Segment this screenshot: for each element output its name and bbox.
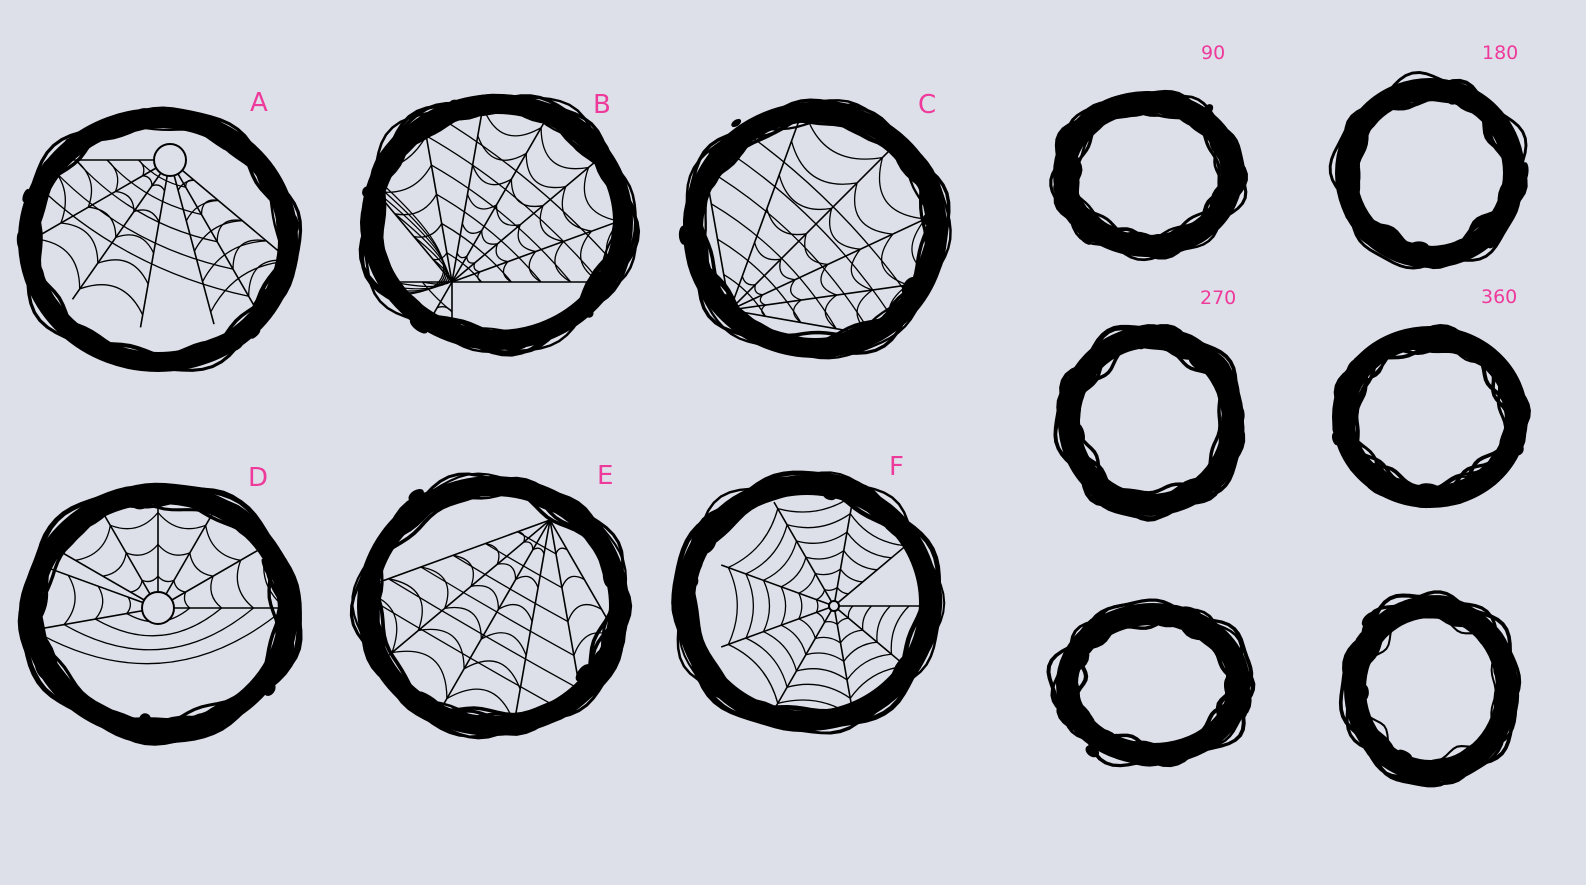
- design-label-c: C: [918, 90, 937, 120]
- wreath-design-a: [16, 106, 303, 372]
- wreath-design-b: [358, 93, 641, 357]
- design-label-b: B: [593, 90, 611, 120]
- wreath-ring-1: [1049, 89, 1248, 262]
- ring-label-90: 90: [1201, 42, 1226, 64]
- wreath-ring-4: [1331, 324, 1531, 509]
- wreath-ring-5: [1046, 598, 1256, 768]
- ring-label-360: 360: [1481, 286, 1518, 308]
- ring-label-180: 180: [1482, 42, 1519, 64]
- wreath-ring-3: [1053, 324, 1246, 522]
- spider-web-icon: [38, 500, 282, 665]
- wreath-design-f: [671, 470, 946, 735]
- wreath-ring-6: [1338, 590, 1522, 788]
- design-label-f: F: [889, 452, 904, 482]
- wreath-design-c: [678, 98, 952, 360]
- wreath-design-d: [17, 482, 303, 746]
- design-label-d: D: [248, 463, 269, 493]
- ring-label-270: 270: [1200, 287, 1237, 309]
- design-label-e: E: [597, 461, 614, 491]
- wreath-ring-2: [1328, 71, 1529, 270]
- wreath-design-e: [349, 472, 633, 740]
- design-label-a: A: [250, 88, 268, 118]
